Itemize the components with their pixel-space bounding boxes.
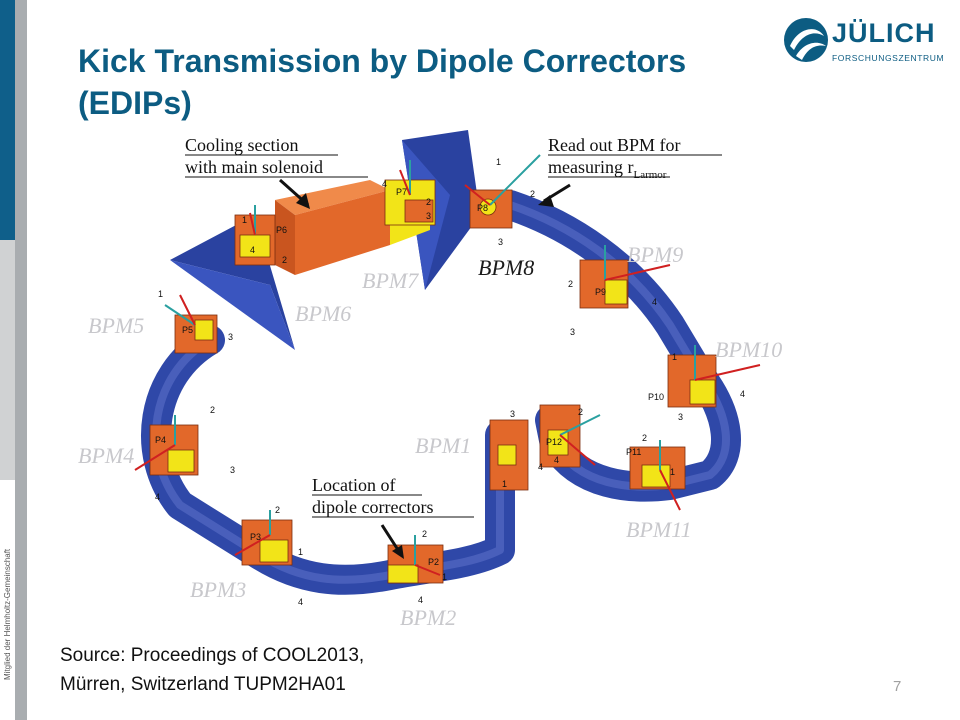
callout-location-line2: dipole correctors	[312, 497, 433, 517]
p-label: P7	[396, 187, 407, 197]
p-label: P10	[648, 392, 664, 402]
sidebar-light-block	[0, 240, 15, 480]
p-label: P12	[546, 437, 562, 447]
axis-num: 3	[678, 412, 683, 422]
juelich-swoosh-icon	[784, 18, 828, 62]
title-line-2: (EDIPs)	[78, 85, 192, 121]
dipole-magnet-left-face	[170, 260, 295, 350]
callout-readout-bpm: Read out BPM for measuring rLarmor	[538, 135, 722, 207]
juelich-logo: JÜLICH FORSCHUNGSZENTRUM	[782, 14, 945, 70]
bpm-block-p10	[667, 354, 717, 408]
axis-num: 1	[496, 157, 501, 167]
slide-title: Kick Transmission by Dipole Correctors (…	[78, 40, 798, 124]
callout-dipole-location: Location of dipole correctors	[312, 475, 474, 559]
source-line-1: Source: Proceedings of COOL2013,	[60, 645, 365, 666]
axis-num: 3	[426, 211, 431, 221]
bpm-block-bpm1	[489, 419, 529, 491]
callout-cooling-section: Cooling section with main solenoid	[185, 135, 368, 209]
bpm-labels: BPM1 BPM2 BPM3 BPM4 BPM5 BPM6 BPM7 BPM8 …	[78, 242, 782, 630]
title-line-1: Kick Transmission by Dipole Correctors	[78, 43, 687, 79]
axis-num: 4	[382, 179, 387, 189]
axis-num: 2	[275, 505, 280, 515]
bpm-label-1: BPM1	[415, 433, 471, 458]
helmholtz-membership-text: Mitglied der Helmholtz-Gemeinschaft	[3, 548, 12, 680]
source-line-2: Mürren, Switzerland TUPM2HA01	[60, 674, 346, 695]
coordinate-axes	[134, 154, 761, 576]
p-label: P8	[477, 203, 488, 213]
axis-num: 1	[442, 572, 447, 582]
bpm-block-p5	[174, 314, 218, 354]
beam-pipe	[141, 190, 741, 595]
beam-pipe-highlight	[152, 201, 730, 584]
p-label: P9	[595, 287, 606, 297]
callout-cooling-line1: Cooling section	[185, 135, 299, 155]
axis-num: 4	[250, 245, 255, 255]
axis-num: 3	[498, 237, 503, 247]
axis-num: 3	[230, 465, 235, 475]
logo-wordmark: JÜLICH	[832, 18, 936, 48]
bpm-label-5: BPM5	[88, 313, 144, 338]
axis-num: 4	[554, 455, 559, 465]
bpm-label-11: BPM11	[626, 517, 692, 542]
axis-num: 2	[568, 279, 573, 289]
axis-num: 3	[570, 327, 575, 337]
axis-num: 2	[422, 529, 427, 539]
callout-cooling-line2: with main solenoid	[185, 157, 323, 177]
axis-num: 2	[210, 405, 215, 415]
bpm-block-p11	[629, 446, 686, 490]
bpm-label-7: BPM7	[362, 268, 419, 293]
bpm-block-p3	[241, 519, 293, 566]
axis-num: 2	[578, 407, 583, 417]
cosy-ring-diagram: 2 1 4 2 1 4 2 3 4 1 3 1 4 2 4 2 3 1 2 3 …	[78, 130, 782, 630]
axis-num: 1	[670, 467, 675, 477]
axis-numbers: 2 1 4 2 1 4 2 3 4 1 3 1 4 2 4 2 3 1 2 3 …	[155, 157, 745, 607]
axis-num: 1	[672, 352, 677, 362]
p-labels: P2 P3 P4 P5 P6 P7 P8 P9 P10 P11 P12	[155, 187, 664, 567]
axis-num: 4	[418, 595, 423, 605]
axis-num: 4	[538, 462, 543, 472]
axis-num: 1	[158, 289, 163, 299]
sidebar-blue-block	[0, 0, 15, 240]
axis-num: 1	[502, 479, 507, 489]
sidebar-stripe: Mitglied der Helmholtz-Gemeinschaft	[0, 0, 27, 720]
bpm-label-2: BPM2	[400, 605, 456, 630]
source-citation: Source: Proceedings of COOL2013, Mürren,…	[60, 641, 364, 699]
p-label: P11	[626, 447, 641, 457]
axis-num: 1	[242, 215, 247, 225]
p-label: P6	[276, 225, 287, 235]
axis-num: 3	[510, 409, 515, 419]
axis-num: 2	[282, 255, 287, 265]
callout-location-line1: Location of	[312, 475, 395, 495]
bpm-label-6: BPM6	[295, 301, 351, 326]
axis-num: 4	[298, 597, 303, 607]
p-label: P5	[182, 325, 193, 335]
bpm-label-3: BPM3	[190, 577, 246, 602]
sidebar-gray-bar	[15, 0, 27, 720]
callout-readout-line1: Read out BPM for	[548, 135, 681, 155]
axis-num: 2	[530, 189, 535, 199]
logo-subtitle: FORSCHUNGSZENTRUM	[832, 53, 945, 63]
bpm-label-9: BPM9	[627, 242, 683, 267]
axis-num: 1	[298, 547, 303, 557]
p-label: P2	[428, 557, 439, 567]
axis-num: 4	[155, 492, 160, 502]
bpm-label-10: BPM10	[715, 337, 782, 362]
callout-readout-line2: measuring rLarmor	[548, 157, 667, 181]
p-label: P3	[250, 532, 261, 542]
p-label: P4	[155, 435, 166, 445]
page-number: 7	[893, 678, 902, 695]
axis-num: 4	[652, 297, 657, 307]
axis-num: 2	[426, 197, 431, 207]
axis-num: 2	[642, 433, 647, 443]
bpm-label-8: BPM8	[478, 255, 534, 280]
axis-num: 3	[228, 332, 233, 342]
axis-num: 4	[740, 389, 745, 399]
bpm-block-p7	[384, 179, 436, 226]
bpm-block-p8	[469, 189, 513, 229]
bpm-label-4: BPM4	[78, 443, 134, 468]
